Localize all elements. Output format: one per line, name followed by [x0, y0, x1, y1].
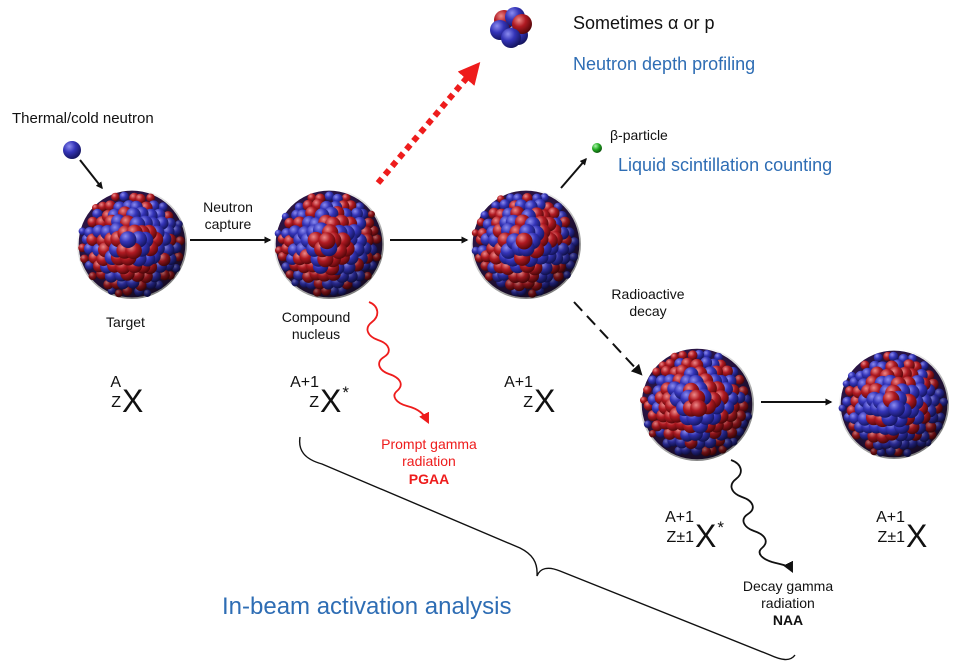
- thermal-neutron-label: Thermal/cold neutron: [12, 110, 154, 127]
- in-beam-brace: [298, 436, 796, 661]
- decay-gamma-label: Decay gamma radiation: [742, 578, 834, 611]
- radioactive-decay-arrow: [573, 301, 643, 376]
- pgaa-label: PGAA: [408, 471, 450, 487]
- product-nucleus-icon: [471, 189, 581, 299]
- liquid-scintillation-label: Liquid scintillation counting: [618, 155, 833, 175]
- prompt-gamma-wave: [366, 301, 429, 424]
- neutron-depth-profiling-label: Neutron depth profiling: [573, 54, 756, 74]
- in-beam-activation-label: In-beam activation analysis: [222, 593, 512, 620]
- decay-nucleus-icon: [640, 347, 754, 461]
- decay-gamma-wave: [730, 459, 793, 573]
- alpha-emission-arrow: [375, 61, 481, 185]
- radioactive-decay-label: Radioactive decay: [611, 286, 685, 319]
- compound-nucleus-label: Compound nucleus: [281, 309, 351, 342]
- naa-label: NAA: [772, 612, 804, 628]
- alpha-particle-icon: [490, 7, 532, 48]
- sometimes-alpha-p-label: Sometimes α or p: [573, 13, 715, 33]
- beta-particle-icon: [592, 143, 602, 153]
- neutron-incoming-arrow: [79, 159, 103, 190]
- compound-nucleus-icon: [274, 189, 384, 299]
- target-nucleus-icon: [77, 189, 187, 299]
- beta-particle-label: β-particle: [610, 127, 668, 143]
- final-nucleus-icon: [838, 349, 949, 459]
- target-label: Target: [106, 314, 145, 330]
- prompt-gamma-label: Prompt gamma radiation: [381, 436, 477, 469]
- neutron-icon: [63, 141, 81, 159]
- neutron-capture-label: Neutron capture: [203, 199, 253, 232]
- beta-emission-arrow: [560, 157, 587, 189]
